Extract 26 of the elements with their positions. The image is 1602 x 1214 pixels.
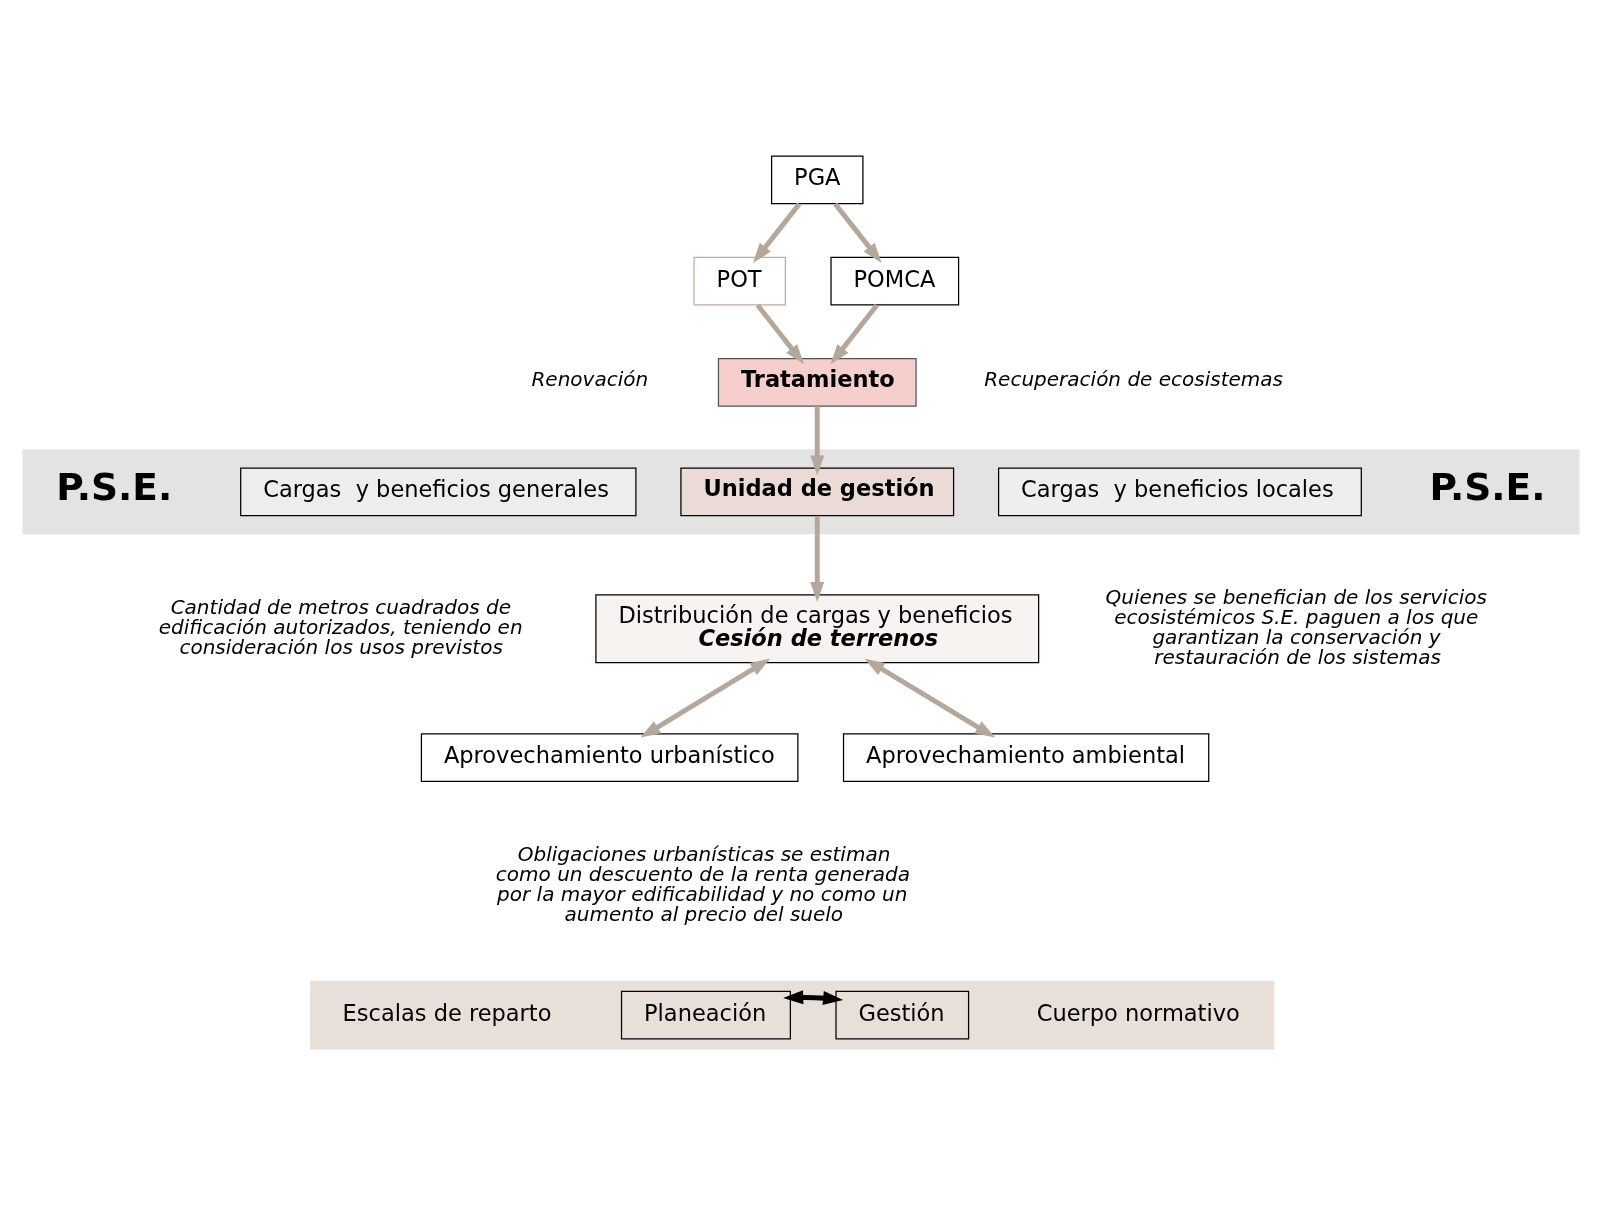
arrow — [864, 658, 996, 738]
label: Cantidad de metros cuadrados de edificación autorizados, teniendo en consideración los usos previstos — [158, 594, 523, 659]
node-box: Aprovechamiento urbanístico — [420, 732, 799, 782]
node-box: Cargas y beneficios locales — [998, 466, 1362, 516]
node-box: PGA — [771, 154, 864, 204]
node-box: Tratamiento — [717, 357, 917, 407]
arrow — [830, 303, 879, 364]
arrow — [640, 658, 771, 738]
node-box: Aprovechamiento ambiental — [842, 732, 1210, 782]
arrow — [833, 201, 882, 263]
arrow — [755, 303, 805, 364]
node-box: Planeación — [620, 990, 791, 1040]
label: Renovación — [531, 366, 649, 391]
node-box: Distribución de cargas y beneficios Cesión de terrenos — [595, 593, 1040, 663]
label: Recuperación de ecosistemas — [984, 366, 1284, 391]
node-box: Unidad de gestión — [680, 466, 955, 516]
arrow — [810, 515, 825, 602]
node-box: POMCA — [830, 256, 960, 305]
arrow — [810, 405, 825, 475]
node-box: Cargas y beneficios generales — [240, 466, 637, 516]
label: Obligaciones urbanísticas se estiman como un descuento de la renta generada por la mayor edificabilidad y no como un aumento al precio del suelo — [495, 841, 910, 926]
label: Quienes se benefician de los servicios ecosistémicos S.E. paguen a los que garantizan la conservación y restauración de los sistemas — [1105, 584, 1487, 669]
node-box: POT — [693, 256, 786, 305]
arrow — [783, 989, 844, 1005]
arrow — [752, 201, 802, 263]
node-box: Gestión — [835, 990, 970, 1040]
